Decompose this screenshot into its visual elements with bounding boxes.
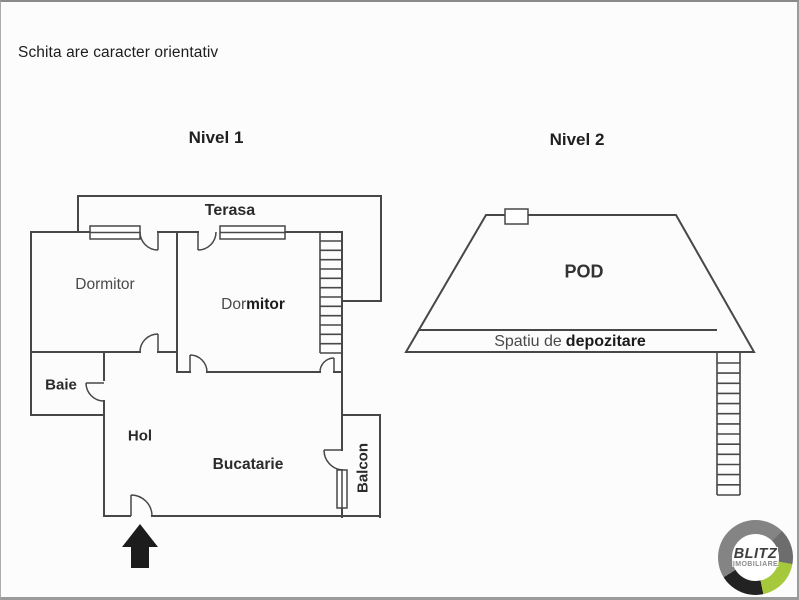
brand-logo: BLITZ IMOBILIARE	[718, 520, 793, 595]
door-baie	[85, 382, 105, 402]
door-dormitor1-hol	[139, 333, 159, 353]
attic-level2	[404, 208, 756, 353]
room-label-balcon: Balcon	[354, 442, 372, 494]
balcon-wall	[341, 414, 381, 518]
room-label-terasa: Terasa	[204, 202, 256, 219]
stairs-level1	[319, 232, 342, 354]
stairs-steps	[320, 240, 342, 354]
walls-level1	[30, 195, 382, 518]
door-dormitor2-terasa	[197, 231, 217, 251]
attic-skylight	[504, 208, 529, 225]
attic-outline	[404, 214, 756, 353]
room-label-dormitor-2-part1: Dor	[221, 296, 247, 313]
door-stairs	[319, 357, 335, 373]
level1-title: Nivel 1	[188, 128, 244, 147]
room-label-hol: Hol	[127, 427, 153, 445]
ladder-steps	[717, 362, 740, 496]
room-label-dormitor-2-part2: mitor	[246, 296, 285, 313]
entrance-arrow	[122, 524, 158, 568]
room-label-pod: POD	[564, 261, 604, 282]
room-label-baie: Baie	[45, 376, 77, 394]
room-label-dormitor-2: Dormitor	[221, 296, 285, 314]
door-balcon	[323, 449, 343, 471]
brand-logo-name: BLITZ	[733, 545, 778, 562]
door-dormitor2-hol	[189, 354, 208, 373]
terasa-wall	[77, 195, 382, 302]
room-label-dormitor-1: Dormitor	[75, 276, 135, 293]
door-entrance	[130, 494, 153, 517]
disclaimer-text: Schita are caracter orientativ	[18, 44, 219, 61]
windows-level1	[89, 225, 348, 509]
brand-logo-subtitle: IMOBILIARE	[732, 560, 779, 568]
label-spatiu-part2: depozitare	[565, 333, 646, 350]
level2-title: Nivel 2	[549, 130, 605, 149]
room-label-bucatarie: Bucatarie	[212, 456, 284, 473]
label-spatiu-part1: Spatiu de	[494, 333, 562, 350]
brand-logo-text: BLITZ IMOBILIARE	[718, 520, 793, 595]
door-dormitor1-terasa	[139, 231, 159, 251]
attic-ladder	[716, 353, 741, 496]
brand-logo-ring-center	[732, 534, 779, 581]
